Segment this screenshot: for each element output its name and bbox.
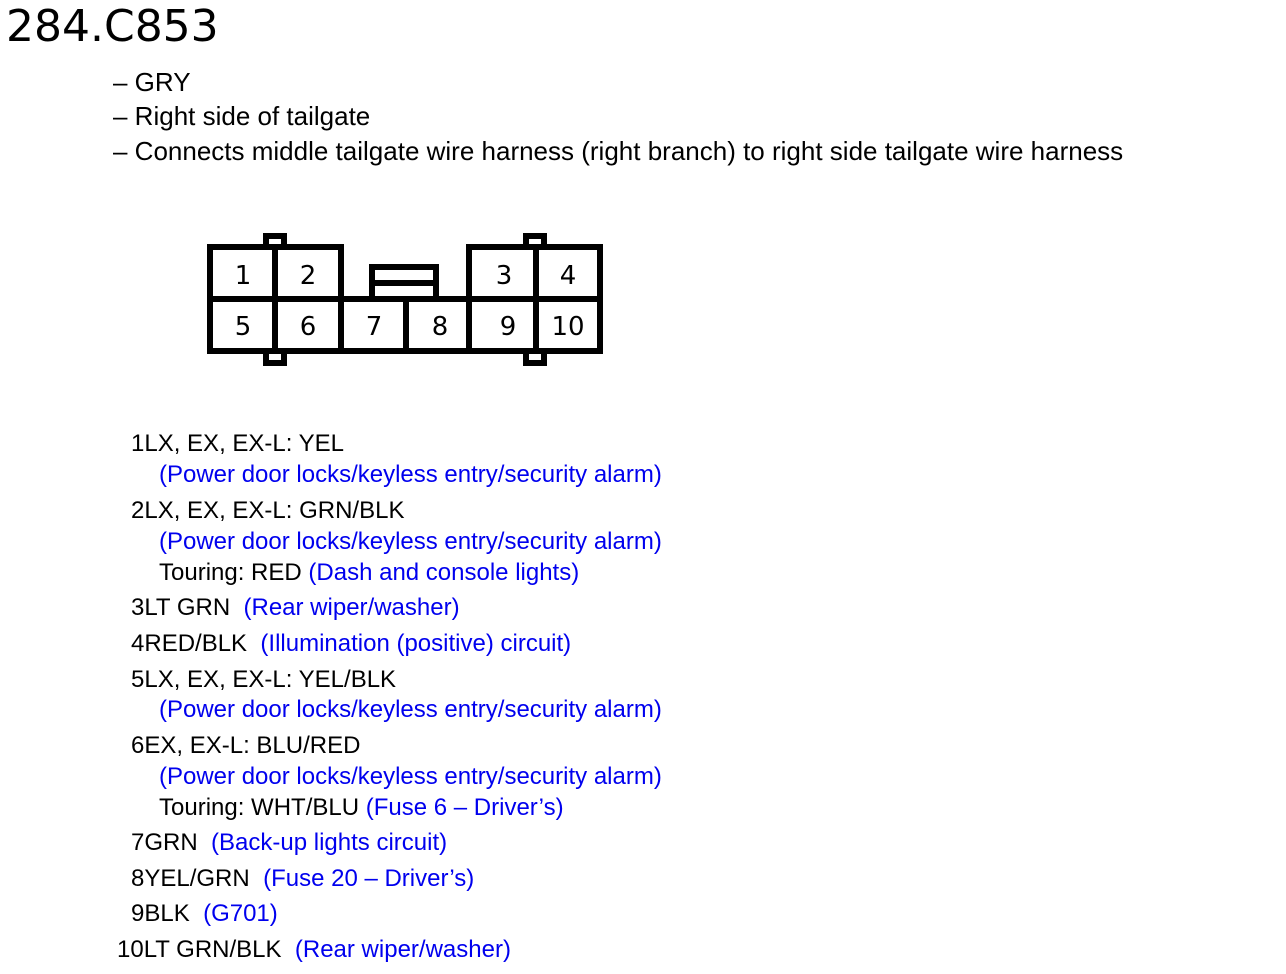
- pin-number: 10: [117, 936, 144, 963]
- pin-9-circuit[interactable]: (G701): [203, 900, 278, 927]
- cavity-6: 6: [300, 312, 317, 342]
- pin-1-row: 1LX, EX, EX-L: YEL: [131, 429, 344, 459]
- pin-7-circuit[interactable]: (Back-up lights circuit): [211, 829, 448, 856]
- pin-2-alt-circuit[interactable]: (Dash and console lights): [308, 559, 580, 586]
- pin-number: 5: [131, 666, 145, 693]
- top-key-right: [523, 233, 547, 250]
- pin-number: 3: [131, 594, 145, 621]
- pin-number: 6: [131, 732, 145, 759]
- connector-description: – Connects middle tailgate wire harness …: [113, 136, 1124, 166]
- connector-face-diagram: 1 2 3 4 5 6 7 8 9 10: [207, 233, 603, 366]
- wire-color: LT GRN: [144, 594, 231, 621]
- pin-number: 8: [131, 865, 145, 892]
- pin-number: 2: [131, 497, 145, 524]
- cavity-10: 10: [551, 312, 584, 342]
- top-key-left: [263, 233, 287, 250]
- pin-5-circuit[interactable]: (Power door locks/keyless entry/security…: [159, 696, 662, 723]
- pin-number: 7: [131, 829, 145, 856]
- pin-number: 1: [131, 430, 145, 457]
- cavity-9: 9: [500, 312, 517, 342]
- wire-color: LX, EX, EX-L: YEL/BLK: [144, 666, 397, 693]
- pin-5-row: 5LX, EX, EX-L: YEL/BLK: [131, 665, 396, 695]
- bottom-key-left: [263, 348, 287, 366]
- pin-4-circuit[interactable]: (Illumination (positive) circuit): [260, 630, 572, 657]
- pin-number: 9: [131, 900, 145, 927]
- cavity-8: 8: [432, 312, 449, 342]
- pin-8-row: 8YEL/GRN (Fuse 20 – Driver’s): [131, 864, 474, 894]
- wire-color-alt: Touring: RED: [159, 559, 302, 586]
- cavity-7: 7: [366, 312, 383, 342]
- bottom-key-right: [523, 348, 547, 366]
- connector-color: – GRY: [113, 67, 191, 97]
- pin-8-circuit[interactable]: (Fuse 20 – Driver’s): [263, 865, 475, 892]
- wire-color: LX, EX, EX-L: YEL: [144, 430, 345, 457]
- wire-color: RED/BLK: [144, 630, 248, 657]
- wire-color: LT GRN/BLK: [143, 936, 282, 963]
- pin-2-row: 2LX, EX, EX-L: GRN/BLK: [131, 496, 404, 526]
- pin-1-circuit[interactable]: (Power door locks/keyless entry/security…: [159, 461, 662, 488]
- pin-4-row: 4RED/BLK (Illumination (positive) circui…: [131, 629, 571, 659]
- pin-3-circuit[interactable]: (Rear wiper/washer): [243, 594, 460, 621]
- pin-10-row: 10LT GRN/BLK (Rear wiper/washer): [117, 935, 511, 965]
- wire-color: BLK: [144, 900, 190, 927]
- cavity-1: 1: [235, 261, 252, 291]
- cavity-2: 2: [300, 261, 317, 291]
- pin-2-circuit[interactable]: (Power door locks/keyless entry/security…: [159, 528, 662, 555]
- cavity-4: 4: [560, 261, 577, 291]
- pin-6-row: 6EX, EX-L: BLU/RED: [131, 731, 360, 761]
- pin-10-circuit[interactable]: (Rear wiper/washer): [294, 936, 511, 963]
- wire-color: GRN: [144, 829, 198, 856]
- wire-color-alt: Touring: WHT/BLU: [159, 794, 360, 821]
- cavity-5: 5: [235, 312, 252, 342]
- pin-6-alt-circuit[interactable]: (Fuse 6 – Driver’s): [365, 794, 564, 821]
- pin-6-alt-row: Touring: WHT/BLU (Fuse 6 – Driver’s): [159, 793, 564, 823]
- pin-2-alt-row: Touring: RED (Dash and console lights): [159, 558, 579, 588]
- wire-color: YEL/GRN: [144, 865, 250, 892]
- pin-9-row: 9BLK (G701): [131, 899, 278, 929]
- pin-6-circuit[interactable]: (Power door locks/keyless entry/security…: [159, 763, 662, 790]
- connector-location: – Right side of tailgate: [113, 101, 371, 131]
- wire-color: LX, EX, EX-L: GRN/BLK: [144, 497, 405, 524]
- pin-number: 4: [131, 630, 145, 657]
- connector-title: 284.C853: [6, 1, 219, 52]
- cavity-3: 3: [496, 261, 513, 291]
- wire-color: EX, EX-L: BLU/RED: [144, 732, 361, 759]
- pin-3-row: 3LT GRN (Rear wiper/washer): [131, 593, 460, 623]
- pin-7-row: 7GRN (Back-up lights circuit): [131, 828, 447, 858]
